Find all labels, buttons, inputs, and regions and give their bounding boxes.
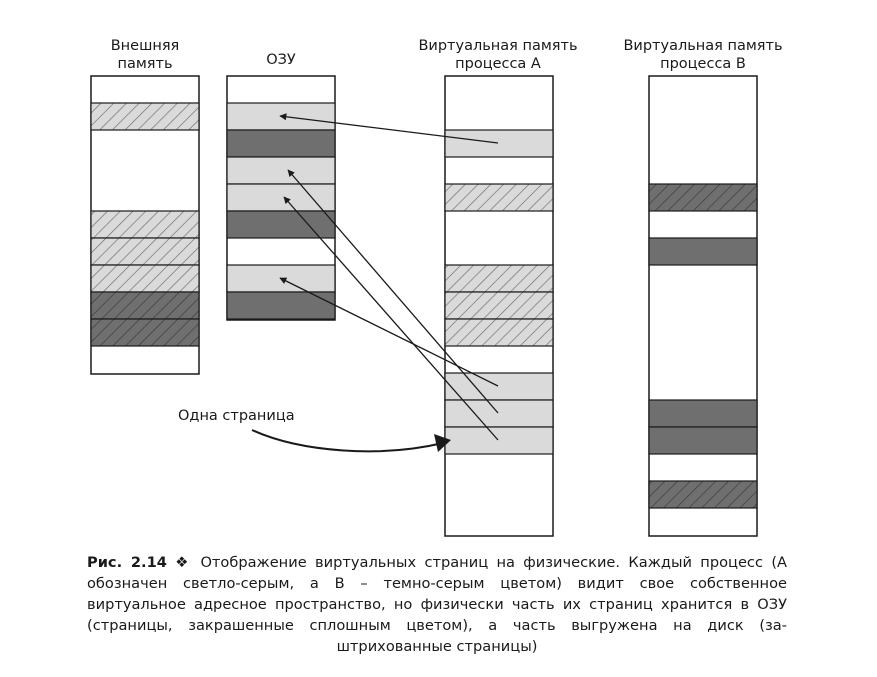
ram-page-b: [226, 291, 336, 320]
ram-page-a: [226, 156, 336, 185]
mapping-arrow: [283, 196, 499, 441]
process-a-page-on-disk: [444, 183, 554, 212]
process-a-page-on-disk: [444, 318, 554, 347]
process-a-title-line1: Виртуальная память: [418, 38, 577, 54]
one-page-pointer-arrowhead: [434, 434, 451, 452]
disk-page-a: [90, 264, 200, 293]
ram-column: [226, 75, 336, 321]
ram-page-b: [226, 210, 336, 239]
disk-page-a: [90, 210, 200, 239]
disk-page-b: [90, 318, 200, 347]
figure-caption: Рис. 2.14 ❖ Отображение виртуальных стра…: [87, 552, 787, 657]
process-b-page-in-ram: [648, 426, 758, 455]
disk-page-a: [90, 102, 200, 131]
mapping-arrows: [279, 113, 499, 441]
caption-text-last-line: штрихованные страницы): [336, 638, 538, 655]
process-a-page-in-ram: [444, 426, 554, 455]
caption-separator-icon: ❖: [175, 554, 193, 571]
process-a-page-in-ram: [444, 129, 554, 158]
process-a-column: [444, 75, 554, 537]
disk-page-a: [90, 237, 200, 266]
ram-page-b: [226, 129, 336, 158]
process-a-page-on-disk: [444, 291, 554, 320]
process-b-frame: [648, 75, 758, 537]
external-memory-title-line2: память: [117, 56, 172, 72]
disk-page-b: [90, 291, 200, 320]
caption-text: Отображение виртуальных страниц на физич…: [87, 554, 788, 634]
ram-title: ОЗУ: [266, 52, 296, 68]
process-b-page-on-disk: [648, 480, 758, 509]
one-page-pointer-arrow: [251, 429, 444, 453]
external-memory-title-line1: Внешняя: [111, 38, 180, 54]
one-page-label: Одна страница: [178, 408, 295, 424]
process-b-page-on-disk: [648, 183, 758, 212]
process-b-title-line2: процесса В: [660, 56, 746, 72]
process-a-title-line2: процесса А: [455, 56, 541, 72]
process-b-title-line1: Виртуальная память: [623, 38, 782, 54]
process-b-page-in-ram: [648, 399, 758, 428]
process-a-page-in-ram: [444, 372, 554, 401]
mapping-arrow: [279, 277, 499, 387]
process-b-page-in-ram: [648, 237, 758, 266]
process-a-page-in-ram: [444, 399, 554, 428]
mapping-arrow: [279, 113, 499, 144]
mapping-arrow: [287, 169, 499, 414]
process-a-page-on-disk: [444, 264, 554, 293]
ram-page-a: [226, 183, 336, 212]
process-b-column: [648, 75, 758, 537]
external-memory-column: [90, 75, 200, 375]
figure-number: Рис. 2.14: [87, 554, 167, 571]
memory-mapping-diagram: Внешняя память ОЗУ Виртуальная память пр…: [90, 38, 783, 537]
